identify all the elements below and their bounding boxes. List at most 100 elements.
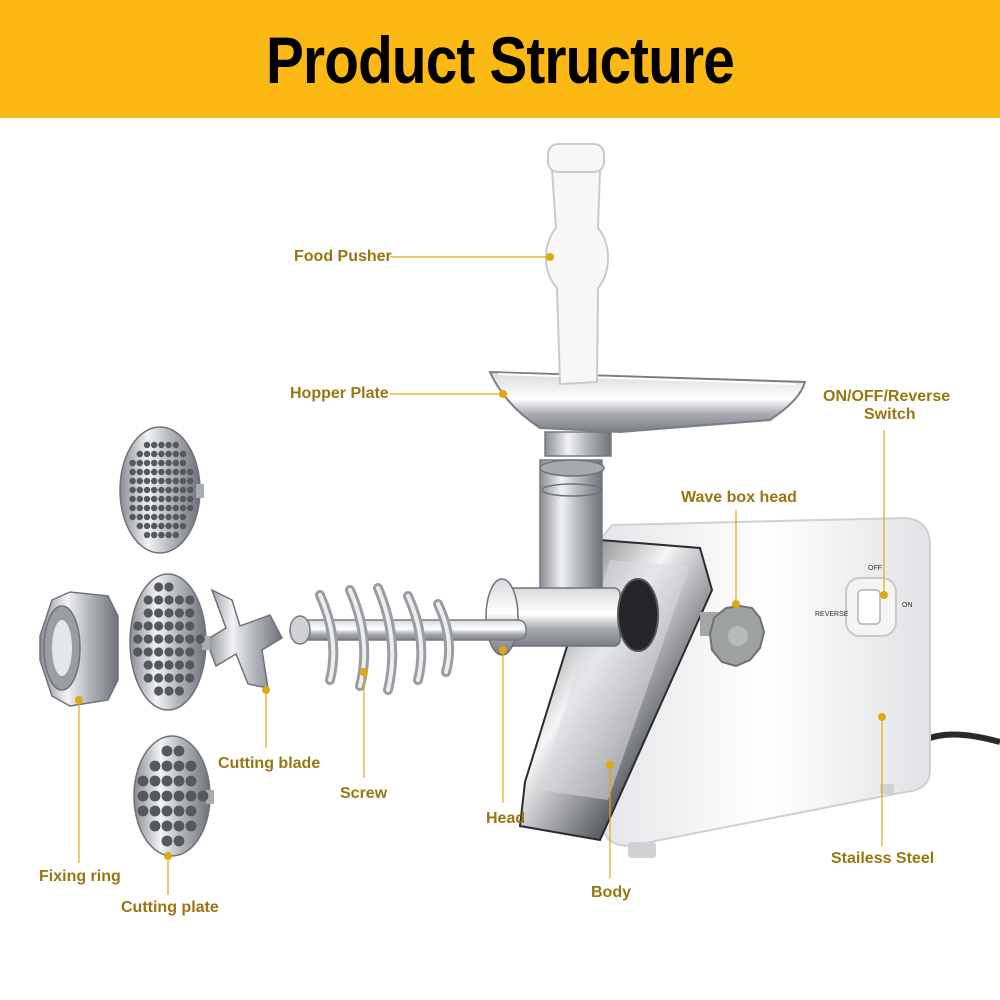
- plate-hole: [129, 477, 136, 485]
- plate-hole: [143, 595, 153, 605]
- plate-hole: [165, 450, 172, 458]
- plate-hole: [172, 531, 179, 539]
- hopper-tray: [488, 370, 807, 434]
- plate-hole: [187, 468, 194, 476]
- body-foot-left: [628, 842, 656, 858]
- plate-hole: [136, 522, 143, 530]
- plate-hole: [165, 468, 172, 476]
- label-food-pusher: Food Pusher: [294, 248, 392, 265]
- plate-hole: [136, 459, 143, 467]
- plate-hole: [158, 459, 165, 467]
- plate-hole: [158, 477, 165, 485]
- plate-hole: [165, 441, 172, 449]
- plate-hole: [151, 441, 158, 449]
- plate-hole: [172, 459, 179, 467]
- plate-hole: [136, 504, 143, 512]
- plate-hole: [174, 673, 184, 683]
- plate-hole: [161, 790, 173, 802]
- plate-hole: [158, 531, 165, 539]
- plate-hole: [164, 647, 174, 657]
- plate-hole: [149, 805, 161, 817]
- feed-tube-ring-2: [541, 483, 603, 497]
- label-fixing-ring: Fixing ring: [39, 868, 121, 885]
- leader-dots: [75, 253, 888, 860]
- plate-hole: [179, 522, 187, 530]
- label-hopper-plate: Hopper Plate: [290, 385, 389, 402]
- plate-hole: [185, 760, 197, 772]
- plate-hole: [179, 459, 187, 467]
- plate-hole: [173, 805, 185, 817]
- plate-hole: [185, 820, 197, 832]
- plate-hole: [179, 450, 187, 458]
- plate-hole: [185, 673, 195, 683]
- header-banner: [0, 0, 1000, 118]
- plate-hole: [173, 760, 185, 772]
- plate-hole: [173, 820, 185, 832]
- plate-hole: [172, 441, 179, 449]
- plate-hole: [154, 686, 164, 696]
- screw-auger: [289, 583, 527, 695]
- plate-hole: [151, 486, 158, 494]
- plate-hole: [174, 686, 184, 696]
- plate-hole: [158, 495, 165, 503]
- plate-hole: [143, 495, 151, 503]
- plate-hole: [151, 531, 158, 539]
- power-cord: [923, 731, 1000, 745]
- plate-hole: [164, 621, 174, 631]
- plate-hole: [179, 477, 187, 485]
- plate-hole: [185, 608, 195, 618]
- label-stainless-steel: Stailess Steel: [831, 850, 935, 867]
- label-head: Head: [486, 810, 526, 827]
- plate-hole: [158, 450, 165, 458]
- plate-hole: [154, 595, 164, 605]
- plate-hole: [133, 621, 143, 631]
- switch-off-text: OFF: [868, 565, 882, 572]
- plate-hole: [165, 504, 172, 512]
- page-title: Product Structure: [266, 23, 735, 97]
- plate-hole: [172, 486, 179, 494]
- plate-hole: [136, 468, 143, 476]
- plate-hole: [174, 608, 184, 618]
- feed-tube-ring: [539, 459, 605, 477]
- plate-hole: [143, 531, 151, 539]
- plate-hole: [158, 441, 165, 449]
- plate-hole: [165, 477, 172, 485]
- plate-hole: [151, 450, 158, 458]
- plate-hole: [172, 513, 179, 521]
- plate-hole: [143, 513, 151, 521]
- plate-hole: [173, 745, 185, 757]
- plate-hole: [173, 790, 185, 802]
- plate-hole: [195, 634, 205, 644]
- plate-hole: [179, 468, 187, 476]
- plate-hole: [136, 477, 143, 485]
- plate-hole: [143, 673, 153, 683]
- plate-hole: [133, 634, 143, 644]
- plate-hole: [149, 790, 161, 802]
- plate-hole: [137, 790, 149, 802]
- plate-hole: [165, 513, 172, 521]
- plate-hole: [151, 477, 158, 485]
- plate-hole: [164, 582, 174, 592]
- food-pusher-body: [544, 169, 610, 386]
- plate-hole: [185, 621, 195, 631]
- plate-hole: [143, 450, 151, 458]
- plate-hole: [133, 647, 143, 657]
- feed-tube-collar: [544, 431, 612, 457]
- plate-hole: [149, 820, 161, 832]
- hopper-tray-rim: [497, 373, 796, 385]
- plate-hole: [185, 647, 195, 657]
- plate-hole: [185, 775, 197, 787]
- plate-hole: [197, 790, 209, 802]
- plate-hole: [136, 486, 143, 494]
- label-cutting-plate: Cutting plate: [121, 899, 219, 916]
- plate-hole: [143, 477, 151, 485]
- plate-hole: [149, 760, 161, 772]
- plate-hole: [187, 504, 194, 512]
- plate-hole: [165, 459, 172, 467]
- plate-holes: [129, 441, 209, 847]
- plate-hole: [151, 495, 158, 503]
- plate-hole: [187, 486, 194, 494]
- plate-hole: [161, 775, 173, 787]
- body-foot-right: [880, 784, 894, 794]
